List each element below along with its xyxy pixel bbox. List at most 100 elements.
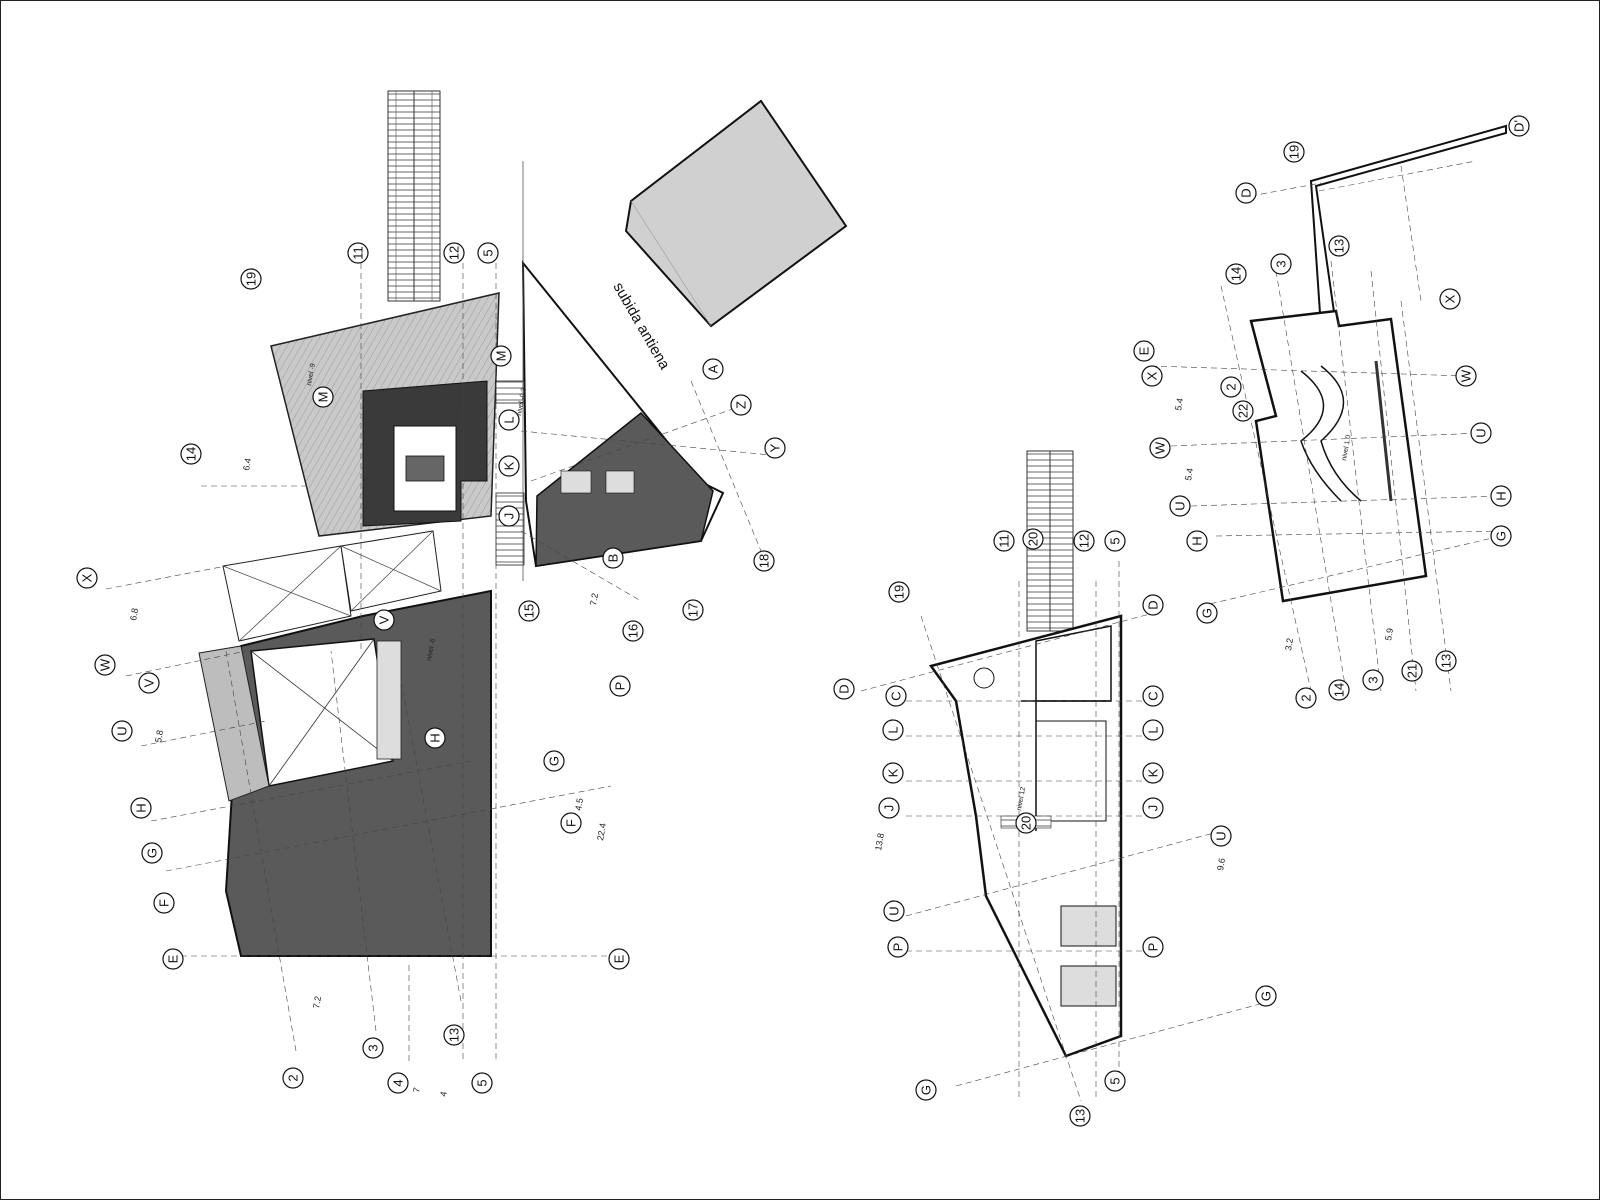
- grid-bubble-circle: [141, 842, 163, 864]
- grid-bubble: 14: [1225, 263, 1247, 285]
- grid-bubble: U: [1169, 495, 1191, 517]
- grid-bubble-circle: [1141, 365, 1163, 387]
- grid-bubble-label: U: [1214, 831, 1229, 840]
- grid-bubble-label: 3: [1274, 260, 1289, 267]
- dimension-label: 22.4: [595, 822, 608, 841]
- grid-bubble-label: K: [886, 768, 901, 777]
- grid-bubble-label: 2: [286, 1074, 301, 1081]
- grid-bubble-label: E: [612, 954, 627, 963]
- grid-bubble-circle: [1295, 687, 1317, 709]
- grid-bubble: 22: [1232, 400, 1254, 422]
- grid-bubble: 19: [1283, 141, 1305, 163]
- grid-bubble-circle: [608, 948, 630, 970]
- grid-bubble-label: U: [115, 726, 130, 735]
- grid-bubble-label: H: [428, 733, 443, 742]
- dimension-label: 7: [411, 1087, 422, 1094]
- dimension-label: 3.2: [1283, 637, 1295, 651]
- grid-bubble: P: [887, 936, 909, 958]
- grid-bubble-label: 2: [1224, 383, 1239, 390]
- grid-bubble: J: [498, 505, 520, 527]
- grid-bubble-label: P: [891, 943, 906, 952]
- grid-bubble-circle: [882, 719, 904, 741]
- grid-bubble-label: G: [547, 756, 562, 766]
- grid-bubble-label: 5: [1108, 537, 1123, 544]
- grid-bubble: 17: [682, 599, 704, 621]
- grid-bubble: C: [885, 685, 907, 707]
- grid-bubble: 11: [347, 242, 369, 264]
- grid-bubble-label: D: [1239, 188, 1254, 197]
- grid-bubble-label: V: [377, 615, 392, 624]
- grid-bubble: B: [602, 547, 624, 569]
- grid-bubble: U: [883, 900, 905, 922]
- plan-left: [105, 90, 848, 1061]
- grid-bubble: C: [1142, 685, 1164, 707]
- grid-bubble-circle: [111, 720, 133, 742]
- grid-bubble: 15: [518, 600, 540, 622]
- grid-bubble-circle: [883, 900, 905, 922]
- grid-bubble: U: [111, 720, 133, 742]
- grid-bubble: U: [1470, 422, 1492, 444]
- grid-bubble-label: W: [1153, 441, 1168, 454]
- court-stair: [376, 640, 402, 760]
- grid-bubble: G: [543, 750, 565, 772]
- grid-bubble-label: X: [80, 573, 95, 582]
- grid-bubble-label: U: [1474, 428, 1489, 437]
- dimension-label: 5.4: [1173, 397, 1185, 411]
- grid-bubble: 20: [1015, 812, 1037, 834]
- grid-bubble: 13: [443, 1024, 465, 1046]
- grid-bubble-circle: [730, 394, 752, 416]
- grid-bubble: H: [1186, 530, 1208, 552]
- grid-bubble: E: [608, 948, 630, 970]
- grid-bubble: 2: [282, 1067, 304, 1089]
- grid-bubble-circle: [878, 797, 900, 819]
- grid-bubble-circle: [1149, 437, 1171, 459]
- grid-bubble-label: D: [1146, 600, 1161, 609]
- dimension-label: 7.2: [311, 995, 323, 1009]
- grid-bubble: V: [138, 672, 160, 694]
- grid-bubble-circle: [1283, 141, 1305, 163]
- grid-bubble: 5: [1104, 530, 1126, 552]
- grid-bubble: 3: [362, 1037, 384, 1059]
- grid-bubble-circle: [373, 609, 395, 631]
- grid-bubble: 5: [477, 242, 499, 264]
- grid-bubble-label: 5: [475, 1079, 490, 1086]
- grid-bubble: 21: [1401, 660, 1423, 682]
- grid-bubble-label: D': [1512, 120, 1527, 132]
- grid-bubble-circle: [240, 268, 262, 290]
- grid-bubble-circle: [602, 547, 624, 569]
- grid-bubble-circle: [1362, 669, 1384, 691]
- grid-bubble-label: 11: [997, 534, 1012, 548]
- grid-bubble-label: Y: [768, 443, 783, 452]
- grid-bubble-label: H: [134, 803, 149, 812]
- grid-bubble: H: [130, 797, 152, 819]
- grid-bubble: J: [1142, 797, 1164, 819]
- grid-bubble-label: J: [502, 513, 517, 520]
- grid-bubble-circle: [888, 581, 910, 603]
- grid-bubble-circle: [882, 762, 904, 784]
- dimension-label: 6.8: [128, 607, 140, 621]
- grid-bubble-label: J: [882, 805, 897, 812]
- grid-bubble-circle: [471, 1072, 493, 1094]
- grid-bubble-label: 22: [1236, 404, 1251, 418]
- grid-bubble-label: 14: [1229, 267, 1244, 281]
- grid-bubble: 5: [1104, 1070, 1126, 1092]
- grid-bubble-label: L: [886, 726, 901, 733]
- grid-bubble-label: K: [1146, 768, 1161, 777]
- grid-bubble-circle: [915, 1079, 937, 1101]
- grid-bubble-label: G: [919, 1085, 934, 1095]
- grid-bubble: D: [1142, 594, 1164, 616]
- grid-bubble-label: 19: [1287, 145, 1302, 159]
- grid-bubble-label: 21: [1405, 664, 1420, 678]
- grid-bubble: 4: [387, 1072, 409, 1094]
- grid-bubble-circle: [682, 599, 704, 621]
- grid-bubble-label: 4: [391, 1079, 406, 1086]
- grid-bubble-circle: [1270, 253, 1292, 275]
- grid-bubble: 19: [240, 268, 262, 290]
- grid-bubble: J: [878, 797, 900, 819]
- dimension-label: 5.9: [1383, 627, 1395, 641]
- grid-bubble: 14: [180, 443, 202, 465]
- grid-bubble-circle: [347, 242, 369, 264]
- grid-bubble-label: C: [889, 691, 904, 700]
